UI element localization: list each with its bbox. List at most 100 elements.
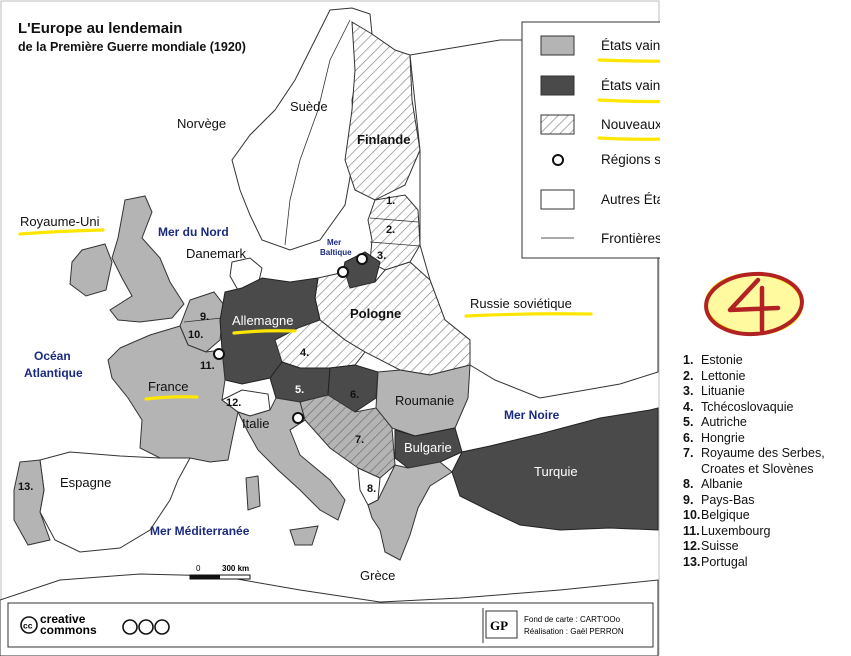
map-number-5: 5. bbox=[295, 384, 304, 396]
credits-line-2: Réalisation : Gaël PERRON bbox=[524, 627, 624, 636]
key-list-number: 13. bbox=[683, 555, 701, 571]
label-ocean-1: Océan bbox=[34, 349, 71, 363]
legend: États vainqueurs en 1918 États vaincus e… bbox=[522, 22, 660, 258]
footer: 4 cc creative commons GP Fond de carte :… bbox=[8, 603, 653, 647]
key-list-item: 5.Autriche bbox=[683, 415, 843, 431]
legend-label-defeated: États vaincus en 1918 bbox=[601, 78, 660, 93]
key-list-country: Pays-Bas bbox=[701, 493, 843, 509]
key-list-item: 1.Estonie bbox=[683, 353, 843, 369]
key-list-country: Suisse bbox=[701, 539, 843, 555]
sdn-circle-danzig bbox=[338, 267, 348, 277]
label-pologne: Pologne bbox=[350, 306, 401, 321]
key-list-country: Belgique bbox=[701, 508, 843, 524]
key-list-country: Tchécoslovaquie bbox=[701, 400, 843, 416]
key-list-number: 2. bbox=[683, 369, 701, 385]
label-italie: Italie bbox=[242, 416, 269, 431]
key-list-item: 2.Lettonie bbox=[683, 369, 843, 385]
key-list-number: 9. bbox=[683, 493, 701, 509]
key-list-item: 3.Lituanie bbox=[683, 384, 843, 400]
map-number-4: 4. bbox=[300, 347, 309, 359]
map-number-9: 9. bbox=[200, 311, 209, 323]
label-turquie: Turquie bbox=[534, 464, 578, 479]
key-list-country: Lettonie bbox=[701, 369, 843, 385]
svg-text:0: 0 bbox=[196, 564, 201, 573]
key-list-item: 7.Royaume des Serbes, Croates et Slovène… bbox=[683, 446, 843, 477]
svg-text:cc: cc bbox=[23, 621, 33, 631]
key-list-number: 10. bbox=[683, 508, 701, 524]
key-list-number: 6. bbox=[683, 431, 701, 447]
label-france: France bbox=[148, 379, 188, 394]
key-list-number: 3. bbox=[683, 384, 701, 400]
svg-text:300 km: 300 km bbox=[222, 564, 249, 573]
label-espagne: Espagne bbox=[60, 475, 111, 490]
key-list-number: 12. bbox=[683, 539, 701, 555]
map-subtitle: de la Première Guerre mondiale (1920) bbox=[18, 40, 246, 54]
key-list-country: Portugal bbox=[701, 555, 843, 571]
label-grece: Grèce bbox=[360, 568, 395, 583]
label-allemagne: Allemagne bbox=[232, 313, 293, 328]
label-mer-mediterranee: Mer Méditerranée bbox=[150, 524, 250, 538]
key-list-number: 1. bbox=[683, 353, 701, 369]
sdn-circle-sarre bbox=[214, 349, 224, 359]
legend-swatch-victor bbox=[541, 36, 574, 55]
key-list-item: 4.Tchécoslovaquie bbox=[683, 400, 843, 416]
key-list-item: 6.Hongrie bbox=[683, 431, 843, 447]
label-royaume-uni: Royaume-Uni bbox=[20, 214, 100, 229]
gp-text: GP bbox=[490, 618, 508, 633]
key-list-country: Autriche bbox=[701, 415, 843, 431]
key-list-country: Lituanie bbox=[701, 384, 843, 400]
legend-swatch-other bbox=[541, 190, 574, 209]
map: L'Europe au lendemain de la Première Gue… bbox=[0, 0, 660, 656]
cc-text-commons: commons bbox=[40, 623, 97, 637]
key-list-number: 11. bbox=[683, 524, 701, 540]
map-number-11: 11. bbox=[200, 360, 215, 372]
label-roumanie: Roumanie bbox=[395, 393, 454, 408]
label-mer-baltique-1: Mer bbox=[327, 238, 341, 247]
legend-label-victor: États vainqueurs en 1918 bbox=[601, 38, 660, 53]
label-suede: Suède bbox=[290, 99, 328, 114]
legend-label-line: Frontières en 1920 bbox=[601, 231, 660, 246]
label-bulgarie: Bulgarie bbox=[404, 440, 452, 455]
key-list-number: 7. bbox=[683, 446, 701, 477]
label-mer-baltique-2: Baltique bbox=[320, 248, 352, 257]
key-list-item: 8.Albanie bbox=[683, 477, 843, 493]
label-ocean-2: Atlantique bbox=[24, 366, 83, 380]
label-finlande: Finlande bbox=[357, 132, 410, 147]
key-list-item: 13.Portugal bbox=[683, 555, 843, 571]
sdn-circle-memel bbox=[357, 254, 367, 264]
credits-line-1: Fond de carte : CART'OOo bbox=[524, 615, 621, 624]
key-list-item: 9.Pays-Bas bbox=[683, 493, 843, 509]
key-list-country: Royaume des Serbes, Croates et Slovènes bbox=[701, 446, 843, 477]
label-norvege: Norvège bbox=[177, 116, 226, 131]
map-number-2: 2. bbox=[386, 224, 395, 236]
region-autriche bbox=[270, 362, 330, 402]
label-mer-du-nord: Mer du Nord bbox=[158, 225, 229, 239]
key-list-item: 12.Suisse bbox=[683, 539, 843, 555]
sdn-circle-fiume bbox=[293, 413, 303, 423]
key-list-item: 10.Belgique bbox=[683, 508, 843, 524]
legend-label-circle: Régions sous contrôle de la SDN bbox=[601, 152, 660, 167]
map-number-10: 10. bbox=[188, 329, 203, 341]
key-list-country: Hongrie bbox=[701, 431, 843, 447]
key-list-country: Albanie bbox=[701, 477, 843, 493]
map-number-6: 6. bbox=[350, 389, 359, 401]
legend-label-new: Nouveaux États bbox=[601, 117, 660, 132]
map-number-7: 7. bbox=[355, 434, 364, 446]
key-list-number: 8. bbox=[683, 477, 701, 493]
map-number-13: 13. bbox=[18, 481, 33, 493]
legend-swatch-circle bbox=[553, 155, 563, 165]
key-list-country: Luxembourg bbox=[701, 524, 843, 540]
legend-label-other: Autres États bbox=[601, 192, 660, 207]
map-number-1: 1. bbox=[386, 195, 395, 207]
handwritten-annotation bbox=[700, 266, 810, 342]
legend-swatch-defeated bbox=[541, 76, 574, 95]
key-list-item: 11.Luxembourg bbox=[683, 524, 843, 540]
label-russie: Russie soviétique bbox=[470, 296, 572, 311]
key-list-number: 5. bbox=[683, 415, 701, 431]
legend-swatch-new bbox=[541, 115, 574, 134]
map-number-12: 12. bbox=[226, 397, 241, 409]
key-list-number: 4. bbox=[683, 400, 701, 416]
label-danemark: Danemark bbox=[186, 246, 246, 261]
map-number-8: 8. bbox=[367, 483, 376, 495]
label-mer-noire: Mer Noire bbox=[504, 408, 560, 422]
